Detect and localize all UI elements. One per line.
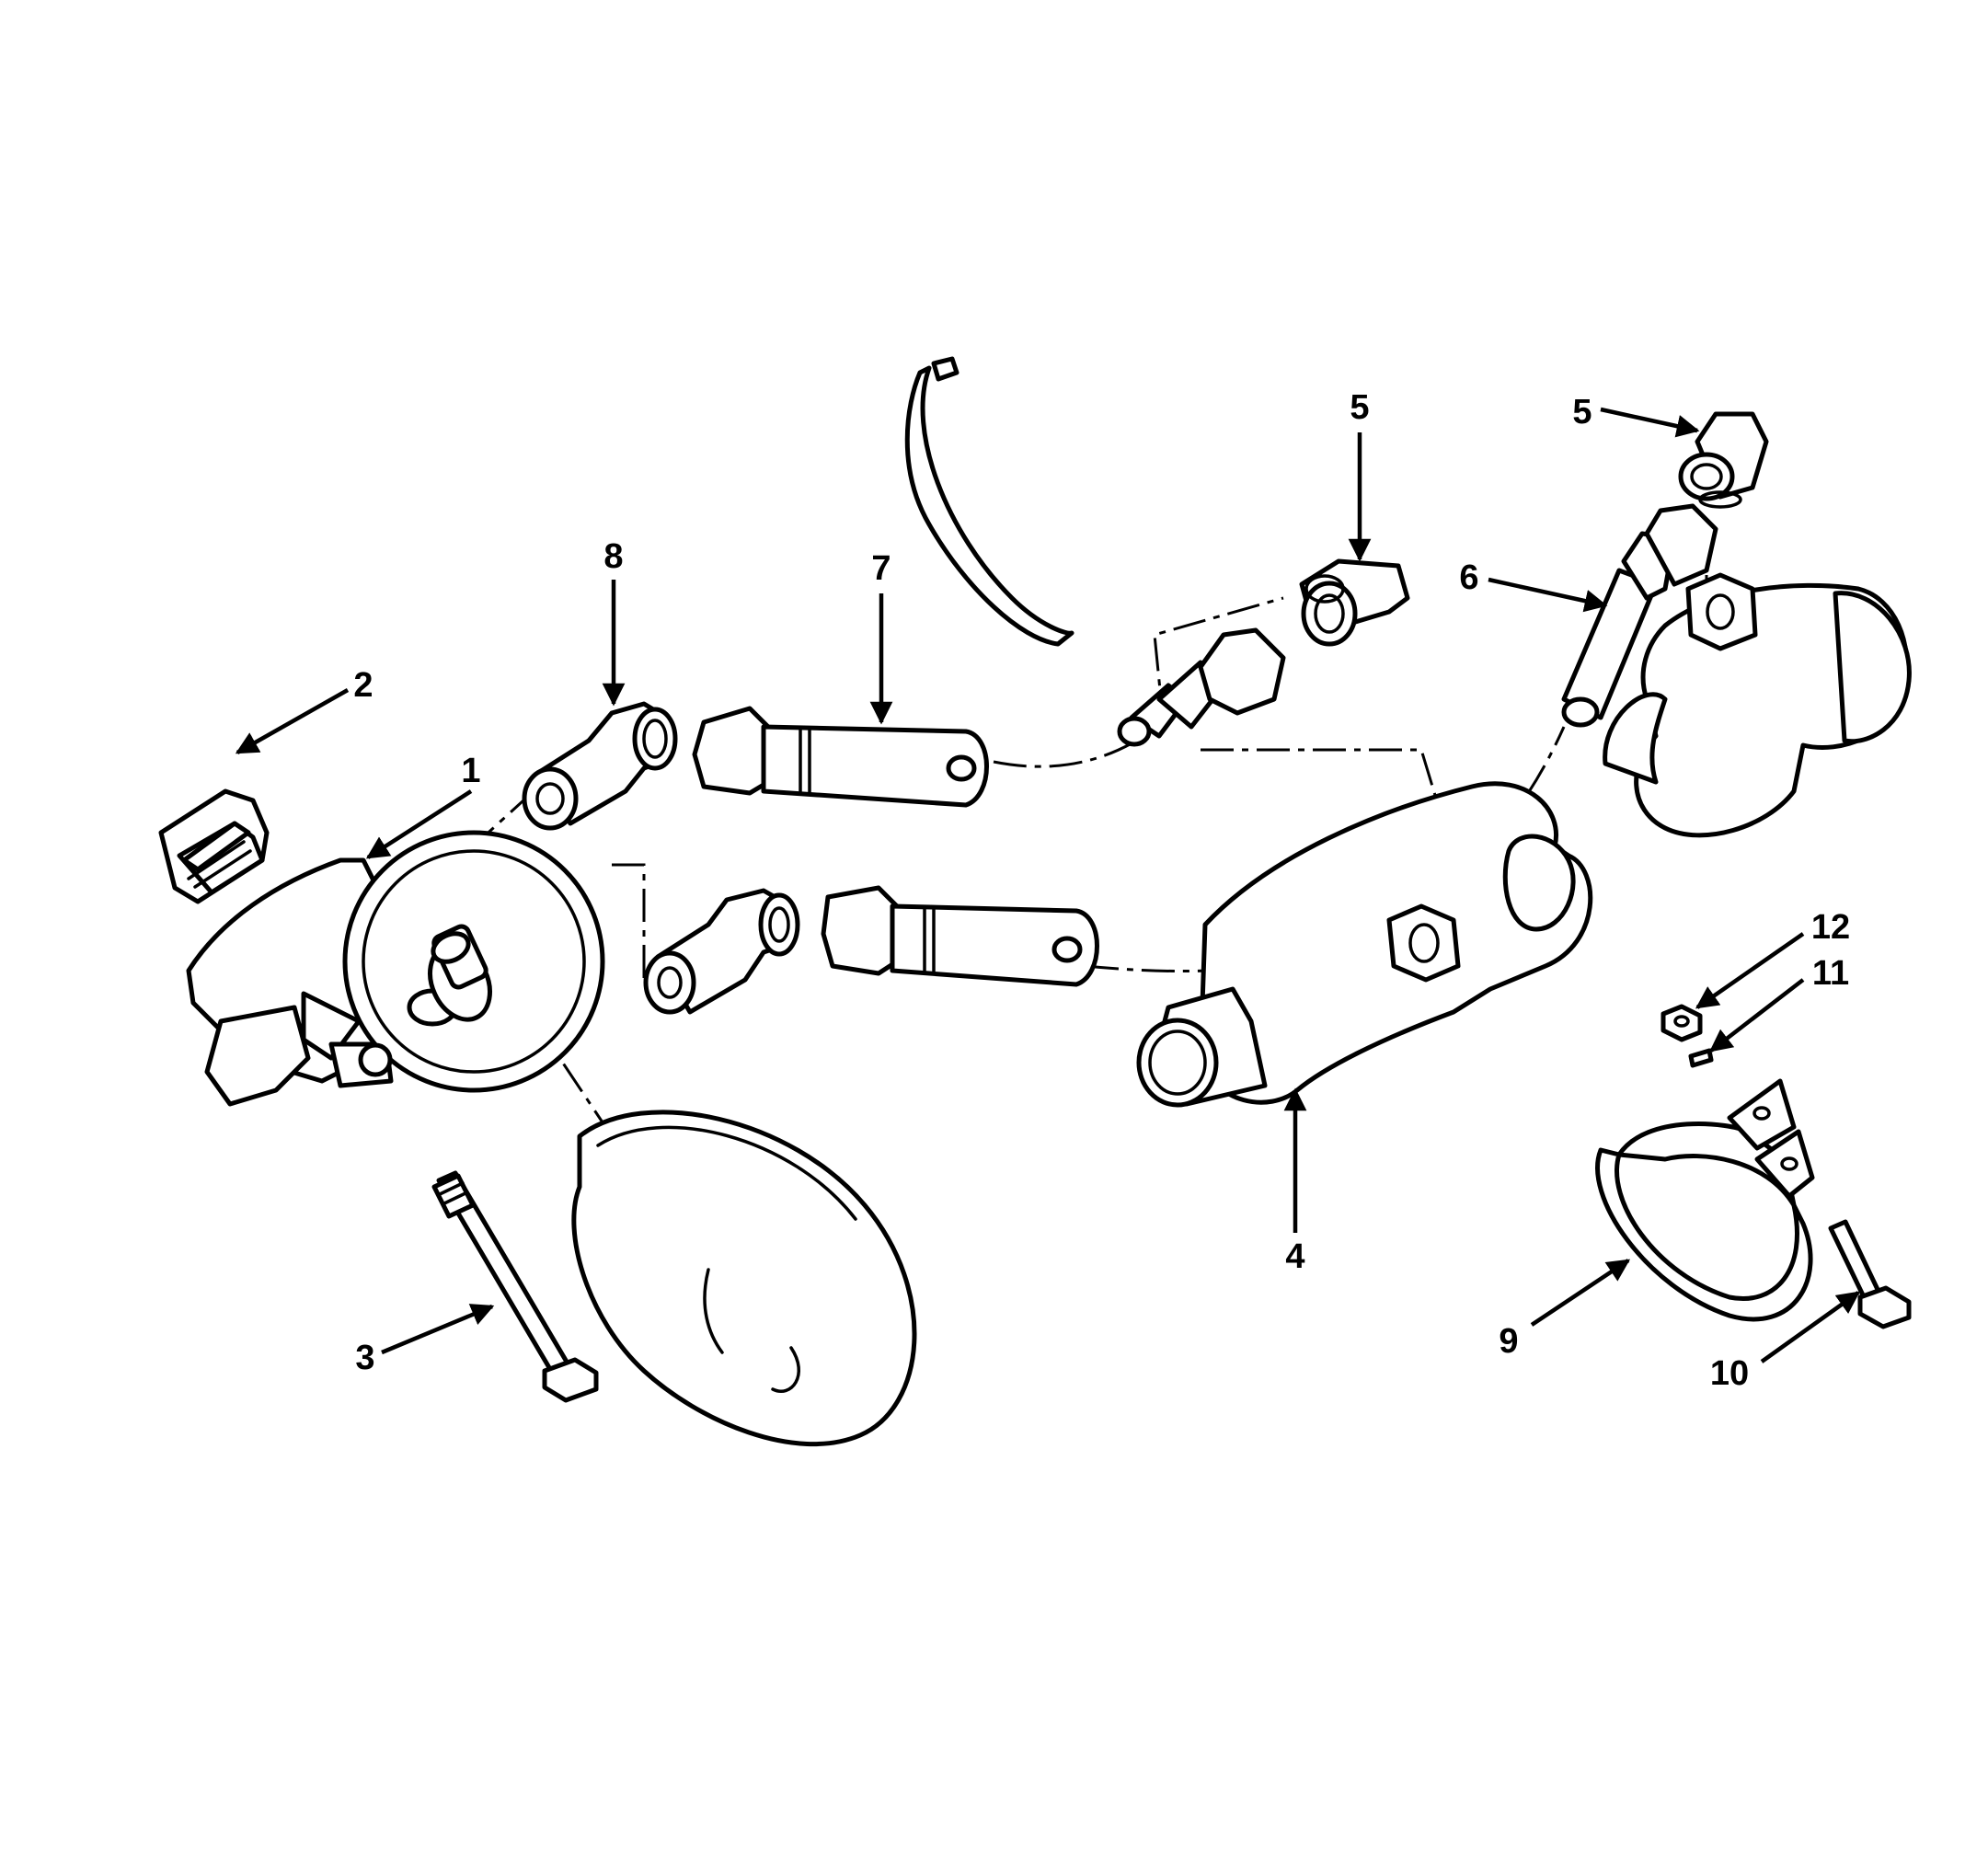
callout-8: 8 — [603, 537, 623, 576]
elbow-connector-right — [1678, 411, 1769, 509]
short-bolt — [1828, 1219, 1912, 1329]
elbow-connector-middle — [1299, 558, 1410, 647]
callout-9: 9 — [1499, 1322, 1518, 1361]
callout-11: 11 — [1812, 954, 1849, 993]
elbow-fitting-upper — [522, 701, 678, 831]
plug-fitting — [158, 788, 270, 904]
straight-fitting-right — [1561, 503, 1718, 728]
callout-labels: 1 2 3 4 5 5 6 7 8 9 10 11 12 — [353, 388, 1850, 1393]
callout-6: 6 — [1459, 558, 1478, 597]
callout-3: 3 — [355, 1339, 374, 1377]
callout-4: 4 — [1285, 1237, 1304, 1276]
leader-lines — [235, 407, 1861, 1363]
oil-filter-canister — [571, 1110, 917, 1447]
callout-1: 1 — [461, 752, 480, 790]
long-bolt — [431, 1170, 599, 1403]
callout-7: 7 — [871, 549, 891, 588]
oil-cooler-body — [1136, 781, 1593, 1108]
callout-10: 10 — [1710, 1354, 1749, 1393]
hose-assembly-lower — [821, 885, 1099, 987]
callout-12: 12 — [1811, 908, 1850, 947]
tee-housing — [1603, 572, 1912, 838]
straight-connector — [1117, 627, 1286, 747]
lock-washer — [1688, 1048, 1714, 1068]
filter-adapter-housing — [186, 830, 605, 1107]
hose-assembly-upper — [692, 706, 989, 808]
tie-strap — [904, 356, 1074, 647]
elbow-fitting-lower — [643, 888, 800, 1015]
clamp-band — [1595, 1078, 1815, 1322]
callout-5a: 5 — [1350, 388, 1369, 427]
nut — [1660, 1004, 1703, 1042]
callout-2: 2 — [353, 666, 373, 705]
callout-5b: 5 — [1572, 393, 1592, 431]
